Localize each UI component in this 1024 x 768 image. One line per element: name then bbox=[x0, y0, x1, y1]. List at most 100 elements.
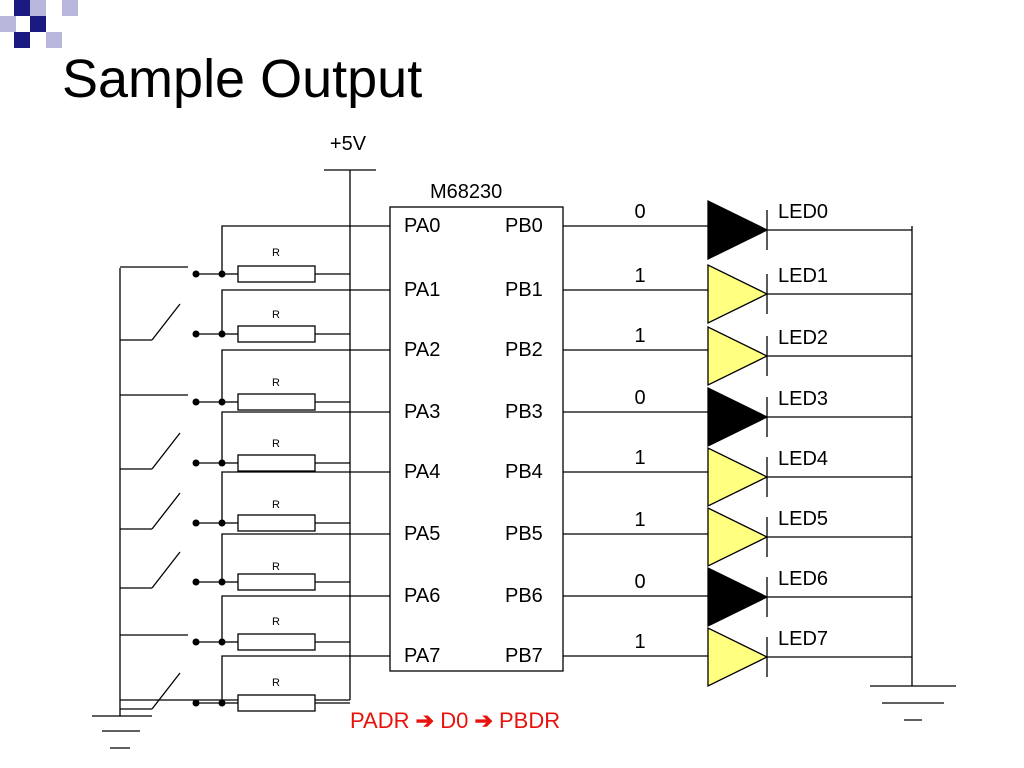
pa-wire-7 bbox=[221, 655, 390, 703]
resistor-6 bbox=[237, 633, 316, 651]
output-bit-3: 0 bbox=[634, 387, 645, 409]
led-6 bbox=[707, 566, 769, 628]
output-bit-6: 0 bbox=[634, 571, 645, 593]
pin-label-pa6: PA6 bbox=[404, 585, 440, 607]
resistor-label: R bbox=[272, 438, 280, 450]
pin-label-pb2: PB2 bbox=[505, 339, 543, 361]
output-bit-0: 0 bbox=[634, 201, 645, 223]
pin-label-pb1: PB1 bbox=[505, 279, 543, 301]
switch-contact-6 bbox=[192, 638, 200, 646]
pin-label-pb4: PB4 bbox=[505, 461, 543, 483]
footer-pbdr: PBDR bbox=[499, 708, 561, 733]
switch-contact-3 bbox=[192, 459, 200, 467]
node-dot-6 bbox=[218, 638, 226, 646]
output-bit-5: 1 bbox=[634, 509, 645, 531]
switch-closed-7 bbox=[151, 672, 181, 710]
led-label-6: LED6 bbox=[778, 568, 828, 590]
led-7 bbox=[707, 626, 769, 688]
resistor-label: R bbox=[272, 247, 280, 259]
switch-contact-2 bbox=[192, 398, 200, 406]
output-bit-2: 1 bbox=[634, 325, 645, 347]
pin-label-pa1: PA1 bbox=[404, 279, 440, 301]
arrow-right-icon: ➔ bbox=[474, 708, 493, 733]
pin-label-pb0: PB0 bbox=[505, 215, 543, 237]
resistor-7 bbox=[237, 694, 316, 712]
output-bit-1: 1 bbox=[634, 265, 645, 287]
pin-label-pb3: PB3 bbox=[505, 401, 543, 423]
resistor-3 bbox=[237, 454, 316, 472]
switch-closed-3 bbox=[151, 432, 181, 470]
node-dot-0 bbox=[218, 270, 226, 278]
chip-m68230: M68230 bbox=[389, 181, 564, 672]
resistor-label: R bbox=[272, 377, 280, 389]
pa-wire-4 bbox=[221, 471, 390, 523]
pin-label-pb7: PB7 bbox=[505, 645, 543, 667]
switch-contact-5 bbox=[192, 578, 200, 586]
led-label-2: LED2 bbox=[778, 327, 828, 349]
pa-wire-3 bbox=[221, 411, 390, 463]
resistor-4 bbox=[237, 514, 316, 532]
switch-contact-4 bbox=[192, 519, 200, 527]
footer-d0: D0 bbox=[440, 708, 469, 733]
footer-padr: PADR bbox=[350, 708, 410, 733]
pin-label-pa4: PA4 bbox=[404, 461, 440, 483]
right-bus bbox=[870, 226, 956, 721]
slide-title: Sample Output bbox=[62, 49, 423, 109]
pin-label-pb6: PB6 bbox=[505, 585, 543, 607]
node-dot-3 bbox=[218, 459, 226, 467]
switch-contact-0 bbox=[192, 270, 200, 278]
pin-label-pa3: PA3 bbox=[404, 401, 440, 423]
led-0 bbox=[707, 199, 769, 261]
pin-label-pa2: PA2 bbox=[404, 339, 440, 361]
switch-contact-7 bbox=[192, 699, 200, 707]
led-1 bbox=[707, 263, 769, 325]
node-dot-1 bbox=[218, 330, 226, 338]
pin-label-pa0: PA0 bbox=[404, 215, 440, 237]
switch-closed-1 bbox=[151, 303, 181, 341]
led-3 bbox=[707, 386, 769, 448]
pa-wire-6 bbox=[221, 595, 390, 642]
chip-label: M68230 bbox=[430, 181, 502, 203]
pa-wire-1 bbox=[221, 289, 390, 334]
slide-logo-icon bbox=[0, 0, 80, 60]
resistor-label: R bbox=[272, 561, 280, 573]
node-dot-7 bbox=[218, 699, 226, 707]
resistor-2 bbox=[237, 393, 316, 411]
switch-contact-1 bbox=[192, 330, 200, 338]
resistor-0 bbox=[237, 265, 316, 283]
resistor-label: R bbox=[272, 677, 280, 689]
node-dot-5 bbox=[218, 578, 226, 586]
led-label-5: LED5 bbox=[778, 508, 828, 530]
led-4 bbox=[707, 446, 769, 508]
led-label-1: LED1 bbox=[778, 265, 828, 287]
supply-rail: +5V bbox=[324, 133, 376, 700]
switch-closed-4 bbox=[151, 492, 181, 530]
supply-label: +5V bbox=[330, 133, 367, 155]
resistor-1 bbox=[237, 325, 316, 343]
resistor-label: R bbox=[272, 499, 280, 511]
pin-label-pa5: PA5 bbox=[404, 523, 440, 545]
pa-wire-2 bbox=[221, 349, 390, 402]
pin-label-pa7: PA7 bbox=[404, 645, 440, 667]
resistor-label: R bbox=[272, 309, 280, 321]
resistor-label: R bbox=[272, 616, 280, 628]
resistor-5 bbox=[237, 573, 316, 591]
led-label-3: LED3 bbox=[778, 388, 828, 410]
output-bit-7: 1 bbox=[634, 631, 645, 653]
output-bit-4: 1 bbox=[634, 447, 645, 469]
switch-closed-5 bbox=[151, 551, 181, 589]
node-dot-2 bbox=[218, 398, 226, 406]
led-5 bbox=[707, 506, 769, 568]
led-label-0: LED0 bbox=[778, 201, 828, 223]
led-2 bbox=[707, 325, 769, 387]
node-dot-4 bbox=[218, 519, 226, 527]
